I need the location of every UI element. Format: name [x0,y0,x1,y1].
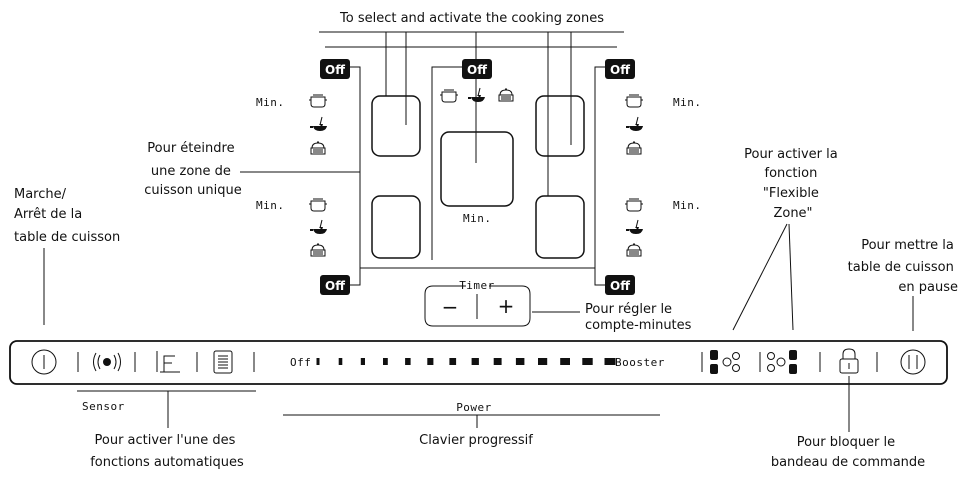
power-label: Power [456,401,492,414]
sensor-label: Sensor [82,400,125,413]
slider-step-11[interactable] [538,358,548,365]
cooking-zone-center[interactable] [440,131,514,207]
slider-step-12[interactable] [560,358,570,365]
menu-list-icon[interactable] [213,350,233,374]
pause-icon[interactable] [900,349,926,375]
slider-step-4[interactable] [383,358,388,365]
slider-step-2[interactable] [338,358,343,365]
svg-text:Off: Off [610,279,630,293]
pot-icon [308,198,328,212]
lock-icon[interactable] [839,348,859,374]
timer-minus-button[interactable]: − [442,295,459,319]
off-button-bottom-right[interactable]: Off [605,275,635,295]
pot-icon [308,94,328,108]
frying-pan-icon [309,219,328,235]
cooking-zone-front-left[interactable] [371,95,421,157]
steamer-icon [626,243,642,257]
svg-text:Off: Off [610,63,630,77]
svg-text:Off: Off [325,279,345,293]
sensor-wave-icon[interactable] [93,352,121,372]
steamer-icon [310,141,326,155]
slider-step-3[interactable] [360,358,365,365]
off-button-top-center[interactable]: Off [462,59,492,79]
timer-plus-button[interactable]: + [498,294,515,318]
flexible-zone-callout: Pour activer la fonction "Flexible Zone" [744,147,842,221]
slider-booster-label: Booster [615,356,665,369]
flex-zone-left-icon[interactable] [710,350,740,374]
slider-step-7[interactable] [449,358,457,365]
svg-text:Off: Off [467,63,487,77]
zone-off-callout: Pour éteindre une zone de cuisson unique [144,141,241,198]
control-panel [9,340,948,385]
slider-step-13[interactable] [582,358,593,365]
pot-icon [624,198,644,212]
power-slider[interactable] [316,358,616,365]
slider-step-9[interactable] [493,358,502,365]
lock-callout: Pour bloquer le bandeau de commande [771,435,925,470]
cooking-zone-front-right[interactable] [535,95,585,157]
min-label-top-left: Min. [256,96,285,109]
cooking-zones-header: To select and activate the cooking zones [339,11,604,26]
frying-pan-icon [625,116,644,132]
auto-function-icon[interactable] [156,351,180,373]
power-icon[interactable] [31,349,57,375]
off-button-top-right[interactable]: Off [605,59,635,79]
flex-zone-right-icon[interactable] [767,350,798,374]
slider-step-6[interactable] [427,358,434,365]
frying-pan-icon [625,219,644,235]
steamer-icon [498,88,514,102]
steamer-icon [310,243,326,257]
slider-step-10[interactable] [515,358,525,365]
frying-pan-icon [309,116,328,132]
min-label-center: Min. [463,212,492,225]
svg-text:Off: Off [325,63,345,77]
off-button-top-left[interactable]: Off [320,59,350,79]
steamer-icon [626,141,642,155]
timer-label: Timer [459,279,495,292]
min-label-bottom-left: Min. [256,199,285,212]
pot-icon [439,89,459,103]
cooking-zone-rear-left[interactable] [371,195,421,259]
progressive-keypad-callout: Clavier progressif [419,433,533,448]
slider-off-label: Off [290,356,311,369]
off-button-bottom-left[interactable]: Off [320,275,350,295]
min-label-bottom-right: Min. [673,199,702,212]
pause-callout: Pour mettre la table de cuisson en pause [848,238,958,295]
min-label-top-right: Min. [673,96,702,109]
auto-functions-callout: Pour activer l'une des fonctions automat… [90,433,244,470]
cooking-zone-rear-right[interactable] [535,195,585,259]
on-off-callout: Marche/ Arrêt de la table de cuisson [14,187,120,245]
slider-step-8[interactable] [471,358,479,365]
pot-icon [624,94,644,108]
slider-step-5[interactable] [405,358,411,365]
timer-adjust-callout: Pour régler le compte-minutes [585,302,692,333]
slider-step-1[interactable] [316,358,320,365]
timer-control[interactable]: Timer [424,279,531,327]
slider-step-14[interactable] [604,358,616,365]
